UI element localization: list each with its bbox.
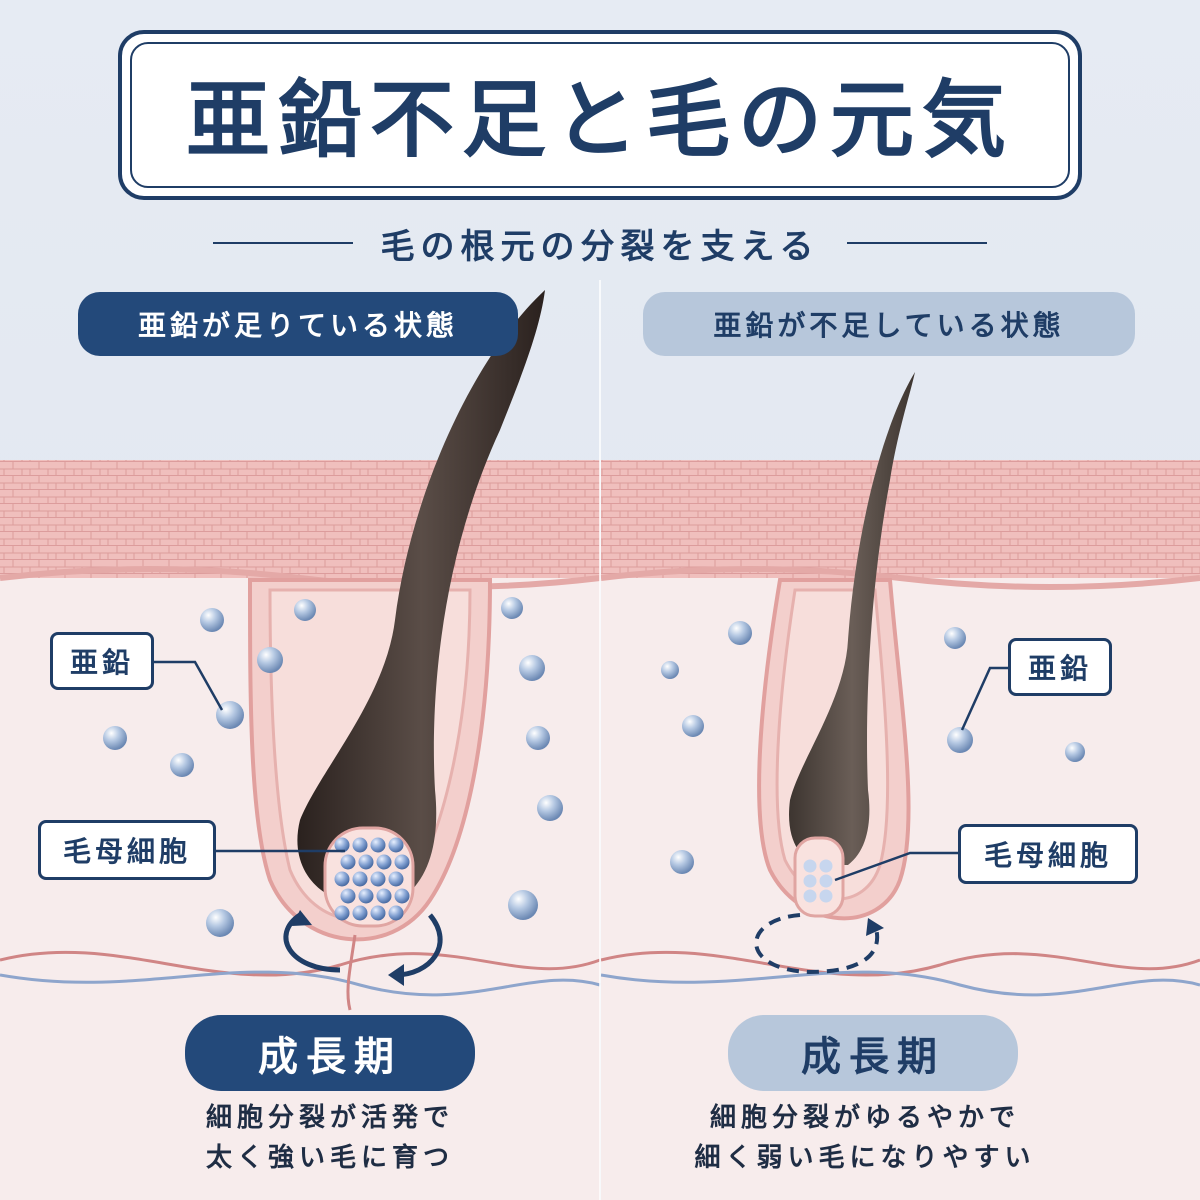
zinc-particle xyxy=(661,661,679,679)
matrix-cell xyxy=(819,889,833,903)
matrix-cell xyxy=(388,905,404,921)
matrix-cell xyxy=(352,905,368,921)
matrix-cell xyxy=(334,905,350,921)
left-cell-label: 毛母細胞 xyxy=(38,820,216,880)
zinc-particle xyxy=(257,647,283,673)
zinc-particle xyxy=(170,753,194,777)
left-zinc-particles xyxy=(103,597,563,937)
left-cycle-arrow-1 xyxy=(283,912,341,973)
right-state-label: 亜鉛が不足している状態 xyxy=(643,292,1135,356)
zinc-particle xyxy=(216,701,244,729)
matrix-cell xyxy=(388,871,404,887)
zinc-particle xyxy=(728,621,752,645)
left-zinc-label: 亜鉛 xyxy=(50,632,154,690)
right-cell-label: 毛母細胞 xyxy=(958,824,1138,884)
matrix-cell xyxy=(819,874,833,888)
matrix-cell xyxy=(394,854,410,870)
matrix-cell xyxy=(394,888,410,904)
matrix-cell xyxy=(352,837,368,853)
right-phase-label: 成長期 xyxy=(728,1015,1018,1091)
matrix-cell xyxy=(370,871,386,887)
zinc-particle xyxy=(1065,742,1085,762)
zinc-particle xyxy=(947,727,973,753)
right-desc-line-2: 細く弱い毛になりやすい xyxy=(694,1143,1036,1173)
left-cycle-arrowhead-2 xyxy=(388,964,404,986)
matrix-cell xyxy=(334,871,350,887)
matrix-cell xyxy=(376,888,392,904)
right-description: 細胞分裂がゆるやかで 細く弱い毛になりやすい xyxy=(650,1098,1080,1178)
right-cell-leader xyxy=(834,851,960,882)
zinc-particle xyxy=(200,608,224,632)
zinc-particle xyxy=(206,909,234,937)
left-zinc-leader xyxy=(152,660,224,711)
zinc-particle xyxy=(670,850,694,874)
right-cycle-arrow xyxy=(754,913,880,975)
right-cycle-arrowhead xyxy=(866,918,884,936)
left-desc-line-1: 細胞分裂が活発で xyxy=(205,1103,454,1133)
zinc-particle xyxy=(294,599,316,621)
left-state-label: 亜鉛が足りている状態 xyxy=(78,292,518,356)
subtitle-row: 毛の根元の分裂を支える xyxy=(0,218,1200,268)
left-phase-label: 成長期 xyxy=(185,1015,475,1091)
matrix-cell xyxy=(340,888,356,904)
matrix-cell xyxy=(334,837,350,853)
right-hair-bulb xyxy=(793,836,845,918)
matrix-cell xyxy=(376,854,392,870)
left-desc-line-2: 太く強い毛に育つ xyxy=(205,1143,454,1173)
right-zinc-label: 亜鉛 xyxy=(1008,638,1112,696)
zinc-particle xyxy=(944,627,966,649)
subtitle-rule-left xyxy=(212,242,353,244)
subtitle: 毛の根元の分裂を支える xyxy=(380,226,820,267)
matrix-cell xyxy=(819,859,833,873)
right-zinc-particles xyxy=(661,621,1085,874)
matrix-cell xyxy=(803,859,817,873)
right-zinc-leader xyxy=(960,666,1010,731)
zinc-particle xyxy=(526,726,550,750)
left-matrix-cells xyxy=(334,837,410,921)
matrix-cell xyxy=(370,837,386,853)
matrix-cell xyxy=(803,889,817,903)
right-hair-shaft xyxy=(789,372,915,865)
panel-divider xyxy=(599,280,601,1200)
matrix-cell xyxy=(358,854,374,870)
left-cycle-arrow-2 xyxy=(394,913,443,978)
title-frame: 亜鉛不足と毛の元気 xyxy=(118,30,1082,200)
right-desc-line-1: 細胞分裂がゆるやかで xyxy=(709,1103,1020,1133)
matrix-cell xyxy=(340,854,356,870)
left-description: 細胞分裂が活発で 太く強い毛に育つ xyxy=(110,1098,550,1178)
left-cycle-arrowhead-1 xyxy=(292,910,312,926)
subtitle-rule-right xyxy=(847,242,988,244)
zinc-particle xyxy=(682,715,704,737)
zinc-particle xyxy=(103,726,127,750)
matrix-cell xyxy=(370,905,386,921)
matrix-cell xyxy=(803,874,817,888)
zinc-particle xyxy=(519,655,545,681)
left-hair-shaft xyxy=(297,290,545,900)
zinc-particle xyxy=(508,890,538,920)
matrix-cell xyxy=(388,837,404,853)
zinc-particle xyxy=(537,795,563,821)
right-matrix-cells xyxy=(803,859,833,903)
zinc-particle xyxy=(501,597,523,619)
matrix-cell xyxy=(352,871,368,887)
matrix-cell xyxy=(358,888,374,904)
